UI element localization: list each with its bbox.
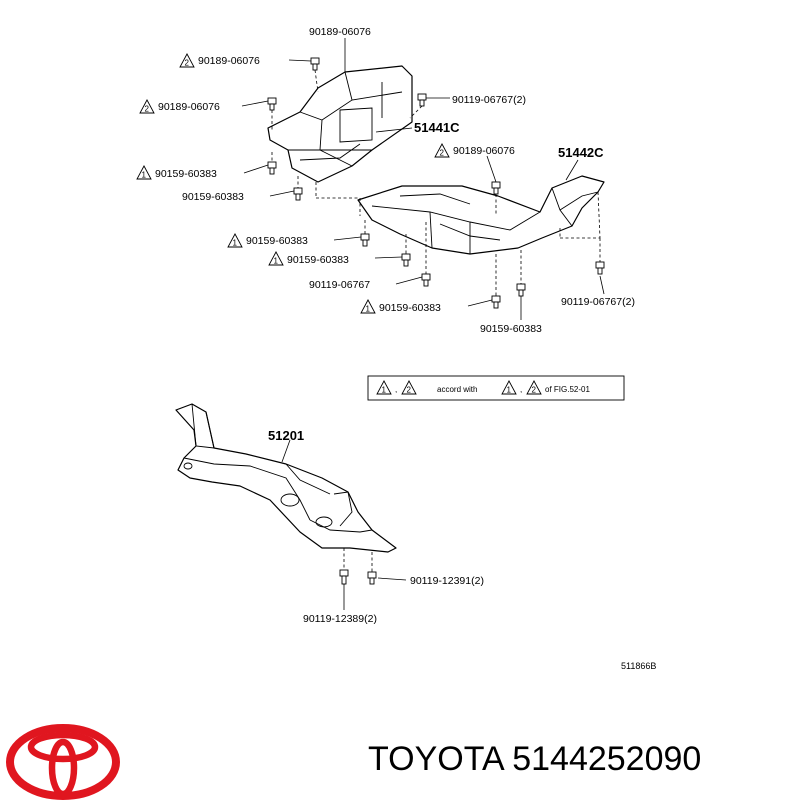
label-90119-06767-mid: 90119-06767: [309, 279, 370, 291]
part-51442c: [357, 175, 605, 255]
label-90189-06076-b: 90189-06076: [158, 101, 220, 113]
bolt-icon: [267, 97, 277, 111]
label-51441c: 51441C: [414, 120, 460, 135]
leader-lines: [241, 38, 605, 610]
part-51441c: [267, 65, 413, 183]
svg-text:2: 2: [532, 386, 537, 395]
label-51201: 51201: [268, 428, 304, 443]
brand-part-number: TOYOTA 5144252090: [368, 740, 702, 778]
label-90159-60383-a: 90159-60383: [155, 168, 217, 180]
svg-text:1: 1: [507, 386, 512, 395]
svg-text:2: 2: [440, 149, 445, 158]
warning-triangle-icon: 2: [179, 53, 195, 68]
warning-triangle-icon: 1: [501, 380, 517, 395]
label-90159-60383-d: 90159-60383: [287, 254, 349, 266]
label-90189-06076-a: 90189-06076: [198, 55, 260, 67]
triangle-markers: 2 2 2 1 1 1 1: [136, 53, 450, 314]
warning-triangle-icon: 2: [434, 143, 450, 158]
svg-text:,: ,: [395, 385, 397, 394]
warning-triangle-icon: 2: [401, 380, 417, 395]
svg-text:,: ,: [520, 385, 522, 394]
warning-triangle-icon: 1: [136, 165, 152, 180]
bolt-icon: [401, 253, 411, 267]
label-90119-12391: 90119-12391(2): [410, 575, 484, 587]
bolt-icon: [310, 57, 320, 71]
bolt-icon: [339, 569, 349, 585]
label-51442c: 51442C: [558, 145, 604, 160]
label-90119-06767-right: 90119-06767(2): [561, 296, 635, 308]
label-90159-60383-f: 90159-60383: [480, 323, 542, 335]
bolt-icon: [367, 571, 377, 585]
toyota-logo-icon: [6, 724, 120, 800]
warning-triangle-icon: 1: [360, 299, 376, 314]
label-90119-12389: 90119-12389(2): [303, 613, 377, 625]
bolt-icon: [267, 161, 277, 175]
bolts: [267, 57, 605, 585]
note-text: accord with: [437, 385, 477, 394]
note-box: 1 , 2 accord with 1 , 2 of FIG.52-01: [367, 375, 625, 401]
bolt-icon: [360, 233, 370, 247]
warning-triangle-icon: 2: [139, 99, 155, 114]
label-90189-06076-c: 90189-06076: [453, 145, 515, 157]
bolt-icon: [417, 93, 427, 107]
label-90189-06076-top: 90189-06076: [309, 26, 371, 38]
label-90159-60383-c: 90159-60383: [246, 235, 308, 247]
label-90159-60383-e: 90159-60383: [379, 302, 441, 314]
bolt-icon: [421, 273, 431, 287]
svg-text:1: 1: [142, 171, 147, 180]
warning-triangle-icon: 1: [376, 380, 392, 395]
svg-text:2: 2: [145, 105, 150, 114]
bolt-icon: [491, 181, 501, 195]
bolt-icon: [293, 187, 303, 201]
svg-text:2: 2: [407, 386, 412, 395]
svg-text:1: 1: [274, 257, 279, 266]
label-90119-06767-top: 90119-06767(2): [452, 94, 526, 106]
part-labels: 90189-06076 90189-06076 90189-06076 9011…: [155, 26, 635, 625]
note-ref: of FIG.52-01: [545, 385, 590, 394]
bolt-icon: [491, 295, 501, 309]
svg-text:1: 1: [382, 386, 387, 395]
svg-text:1: 1: [233, 239, 238, 248]
bolt-icon: [516, 283, 526, 297]
warning-triangle-icon: 1: [268, 251, 284, 266]
svg-text:1: 1: [366, 305, 371, 314]
warning-triangle-icon: 2: [526, 380, 542, 395]
diagram-reference: 511866B: [621, 661, 656, 671]
label-90159-60383-b: 90159-60383: [182, 191, 244, 203]
warning-triangle-icon: 1: [227, 233, 243, 248]
bolt-icon: [595, 261, 605, 275]
svg-text:2: 2: [185, 59, 190, 68]
part-51201: [175, 403, 397, 553]
